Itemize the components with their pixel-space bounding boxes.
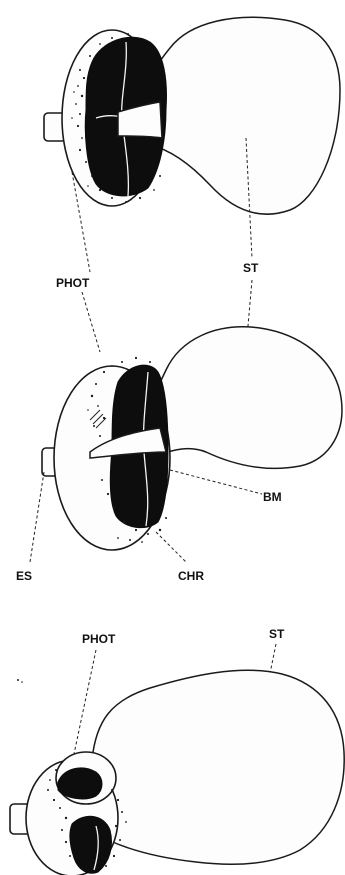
bm-leader — [170, 470, 262, 494]
panel-3 — [10, 670, 344, 875]
panel-3-phot-leader — [74, 650, 96, 754]
phot-label-top: PHOT — [56, 276, 90, 290]
chr-leader — [156, 532, 186, 562]
panel-1 — [44, 17, 340, 214]
panel-3-specks — [17, 679, 23, 683]
es-leader — [30, 472, 44, 562]
es-label: ES — [16, 569, 32, 583]
bm-label: BM — [263, 490, 282, 504]
chr-label: CHR — [178, 569, 204, 583]
st-label-top: ST — [243, 261, 259, 275]
st-label-bottom: ST — [269, 627, 285, 641]
phot-leader-lower — [82, 292, 100, 352]
panel-3-photophore-pigment — [58, 768, 102, 799]
panel-3-stalk — [91, 670, 345, 864]
phot-label-bottom: PHOT — [82, 632, 116, 646]
panel-2 — [42, 327, 342, 550]
